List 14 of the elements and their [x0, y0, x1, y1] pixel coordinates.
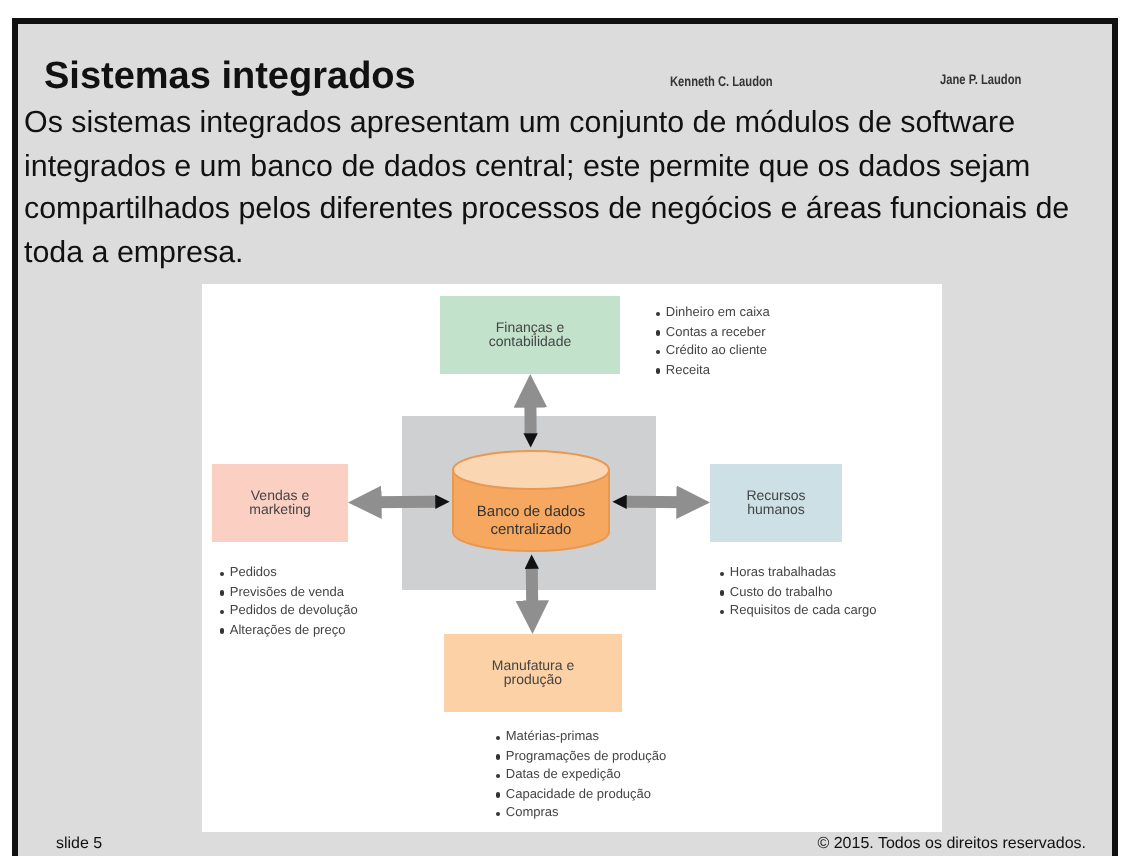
body-paragraph: Os sistemas integrados apresentam um conjunto de módulos de software integrados e um banco de dados central; este permite que os dados sejam compartilhados pelos diferentes processos de negócios e áreas funcionais de toda a empresa.	[24, 104, 1072, 273]
double-arrow	[515, 554, 549, 634]
double-arrow	[513, 374, 548, 448]
department-box	[710, 464, 842, 542]
double-arrow	[348, 485, 450, 519]
database-cylinder	[452, 450, 610, 552]
department-box	[444, 634, 622, 712]
slide-number: slide 5	[56, 834, 103, 852]
department-box	[440, 296, 620, 374]
slide-title: Sistemas integrados	[44, 56, 416, 100]
integration-area	[402, 416, 656, 590]
copyright-notice: © 2015. Todos os direitos reservados.	[817, 834, 1086, 852]
double-arrow	[612, 485, 710, 519]
department-box	[212, 464, 348, 542]
